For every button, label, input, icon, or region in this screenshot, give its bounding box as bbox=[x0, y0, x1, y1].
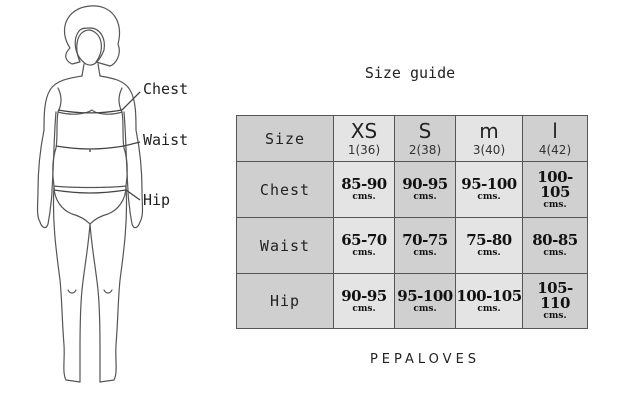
cell-unit: cms. bbox=[352, 303, 376, 314]
size-number: 4(42) bbox=[538, 142, 572, 157]
cell-value: 100-105 bbox=[456, 286, 522, 305]
size-guide-title: Size guide bbox=[364, 64, 456, 82]
size-m-header: m 3(40) bbox=[455, 115, 523, 162]
cell-value: 105-110 bbox=[537, 279, 573, 312]
size-letter: S bbox=[418, 118, 432, 143]
cell-unit: cms. bbox=[413, 303, 437, 314]
cell-unit: cms. bbox=[352, 192, 376, 202]
size-header-cell: Size bbox=[236, 115, 334, 162]
waist-label: Waist bbox=[143, 131, 189, 149]
cell-value: 95-100 bbox=[461, 175, 517, 193]
cell-unit: cms. bbox=[543, 248, 567, 258]
cell-unit: cms. bbox=[352, 248, 376, 258]
brand-logo-text: PEPALOVES bbox=[369, 352, 481, 367]
cell-value: 65-70 bbox=[341, 231, 387, 249]
cell-unit: cms. bbox=[477, 192, 501, 202]
row-label-chest: Chest bbox=[236, 161, 334, 218]
table-header-row: Size XS 1(36) S 2(38) m 3(40) l 4(42) bbox=[236, 115, 588, 162]
size-l-header: l 4(42) bbox=[522, 115, 588, 162]
row-label-waist: Waist bbox=[236, 217, 334, 274]
cell-value: 90-95 bbox=[402, 175, 448, 193]
size-s-header: S 2(38) bbox=[394, 115, 456, 162]
cell-unit: cms. bbox=[543, 311, 567, 321]
size-xs-header: XS 1(36) bbox=[333, 115, 395, 162]
cell-unit: cms. bbox=[413, 192, 437, 202]
cell-value: 95-100 bbox=[397, 286, 453, 305]
size-letter: l bbox=[552, 118, 558, 143]
cell-value: 100-105 bbox=[537, 167, 573, 201]
cell-unit: cms. bbox=[413, 248, 437, 258]
cell-value: 70-75 bbox=[402, 231, 448, 249]
cell-unit: cms. bbox=[477, 303, 501, 314]
size-table: Size XS 1(36) S 2(38) m 3(40) l 4(42) Ch… bbox=[236, 115, 588, 329]
cell-value: 75-80 bbox=[466, 231, 512, 249]
cell-value: 90-95 bbox=[341, 286, 387, 305]
size-letter: XS bbox=[350, 118, 378, 143]
size-number: 1(36) bbox=[347, 142, 381, 157]
cell-unit: cms. bbox=[477, 248, 501, 258]
size-number: 2(38) bbox=[408, 142, 442, 157]
cell-unit: cms. bbox=[543, 199, 567, 210]
body-figure-illustration bbox=[36, 5, 144, 383]
row-label-hip: Hip bbox=[236, 273, 334, 329]
size-letter: m bbox=[479, 118, 499, 143]
chest-label: Chest bbox=[143, 80, 189, 98]
size-number: 3(40) bbox=[472, 142, 506, 157]
hip-label: Hip bbox=[143, 191, 171, 209]
cell-value: 85-90 bbox=[341, 175, 387, 193]
cell-value: 80-85 bbox=[532, 231, 578, 249]
